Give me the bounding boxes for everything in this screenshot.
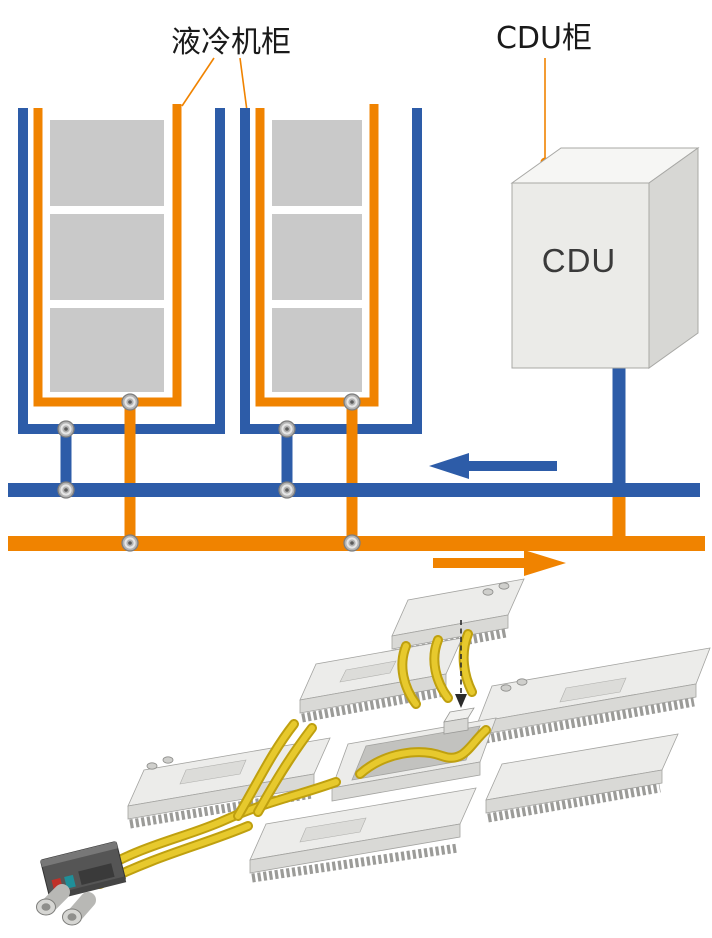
install-arrow-head-icon (455, 694, 467, 708)
cabinet1-supply-loop (18, 108, 225, 434)
pipe-connector-node (278, 481, 296, 499)
coolant-tube (460, 631, 475, 695)
cdu-front-face (511, 182, 650, 369)
cabinet2-supply-loop (240, 108, 422, 434)
cooling-cabinet-2 (240, 104, 422, 545)
heatsink-fins (479, 697, 695, 745)
supply-main-pipe (8, 483, 700, 497)
pipe-connector-node (278, 420, 296, 438)
cabinet1-equipment-section (50, 308, 164, 392)
cabinet2-equipment-section (272, 120, 362, 206)
fitting-cylinder (162, 756, 174, 764)
cabinet-leader-line-1 (181, 57, 215, 107)
pipe-connector-node (57, 481, 75, 499)
heatsink-fins (487, 783, 661, 823)
tube-connector-block (443, 717, 469, 735)
heatsink-fins (301, 687, 445, 723)
cdu-cabinet-label: CDU柜 (496, 21, 592, 56)
coolant-tube (399, 643, 419, 707)
cold-plate-board (249, 787, 477, 883)
cabinet1-return-loop (33, 104, 182, 407)
coolant-tube (431, 637, 451, 701)
cabinet2-equipment-section (272, 214, 362, 300)
connector-slot (78, 863, 115, 886)
fitting-cylinder (516, 678, 528, 686)
cold-plate-board (477, 647, 711, 745)
pipe-connector-node (343, 534, 361, 552)
connector-coupling-port (41, 903, 51, 911)
cabinet-leader-line-2 (239, 57, 248, 112)
pipe-connector-node (343, 393, 361, 411)
pipe-connector-node (57, 420, 75, 438)
piping-schematic: 液冷机柜 CDU柜 (8, 21, 705, 576)
cold-plate-assembly (36, 578, 711, 926)
fitting-cylinder (482, 588, 494, 596)
quick-connector (36, 841, 127, 926)
coolant-tube (235, 721, 297, 819)
fitting-cylinder (498, 582, 510, 590)
cabinet2-equipment-section (272, 308, 362, 392)
coolant-tube (357, 727, 489, 777)
connector-coupling-port (67, 913, 77, 921)
fitting-cylinder (500, 684, 512, 692)
pipe-connector-node (121, 534, 139, 552)
cabinet2-return-loop (255, 104, 379, 407)
cold-plate-board (485, 733, 679, 823)
supply-flow-arrow-left-icon (429, 453, 557, 479)
cooling-cabinet-label: 液冷机柜 (171, 25, 291, 60)
cdu-label: CDU (542, 242, 617, 279)
pipe-connector-node (121, 393, 139, 411)
cabinet1-equipment-section (50, 120, 164, 206)
connector-body-highlight (40, 841, 118, 868)
cabinet1-equipment-section (50, 214, 164, 300)
cooling-cabinet-1 (18, 104, 225, 545)
cdu-side-face (648, 147, 699, 369)
coolant-tube (93, 779, 339, 875)
coolant-tube (255, 725, 315, 815)
return-flow-arrow-right-icon (433, 550, 566, 576)
fitting-cylinder (146, 762, 158, 770)
connector-teal-mark (64, 874, 76, 889)
install-direction-indicator (443, 620, 475, 735)
